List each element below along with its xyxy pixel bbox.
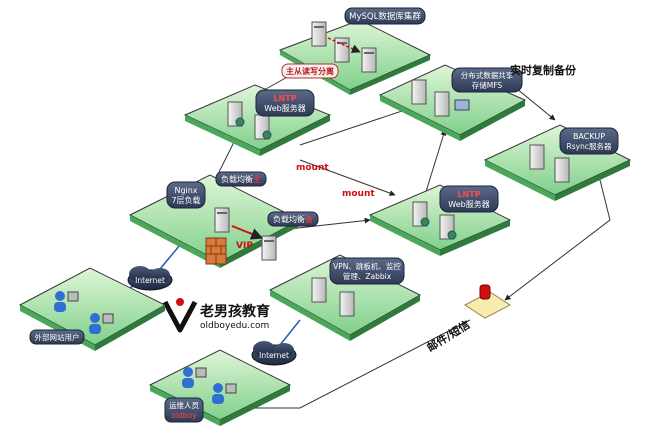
ops-label-line2: oldboy: [171, 411, 197, 420]
backup-zone: BACKUP Rsync服务器: [483, 124, 632, 201]
user-icon: [54, 291, 79, 312]
lb-master-text: 负载均衡主: [221, 174, 261, 184]
mysql-server-2: [334, 37, 350, 63]
web-globe-icon: [447, 230, 457, 240]
lb-backup-text-a: 负载均衡: [273, 214, 305, 224]
web-mid-server-2: [439, 214, 457, 240]
storage-label-line2: 存储MFS: [472, 80, 503, 90]
backup-server-1: [529, 144, 545, 170]
vip-arrow: [231, 225, 264, 240]
vip-label: VIP: [236, 241, 253, 251]
link-backup-to-alert: [504, 179, 611, 301]
management-zone: VPN、跳板机、监控 管理、Zabbix: [268, 254, 422, 341]
mount-label-1: mount: [296, 163, 329, 173]
users-zone: 外部网站用户: [18, 267, 167, 351]
firewall-icon: [205, 237, 227, 265]
web-top-label-line1: LNTP: [273, 94, 296, 103]
web-top-server-1: [227, 101, 245, 127]
logo-v-mark: [162, 300, 198, 333]
storage-zone: 分布式数据共享 存储MFS: [378, 64, 527, 141]
mysql-label-text: MySQL数据库集群: [349, 11, 421, 22]
lb-master-text-b: 主: [253, 174, 261, 184]
link-alert-to-ops: [235, 319, 471, 409]
web-top-label: LNTP Web服务器: [255, 89, 315, 117]
user-icon: [89, 313, 114, 334]
lb-server-backup: [261, 235, 277, 261]
ops-label-line1: 运维人员: [169, 400, 199, 410]
lb-master-label: 负载均衡主: [215, 171, 267, 187]
mgmt-server-1: [311, 277, 327, 303]
users-label: 外部网站用户: [35, 332, 80, 342]
mysql-cluster-zone: MySQL数据库集群 主从读写分离: [278, 7, 432, 95]
internet-2-label: Internet: [259, 351, 289, 360]
web-mid-label: LNTP Web服务器: [439, 185, 499, 213]
mysql-server-3: [361, 47, 377, 73]
link-web-mid-to-storage: [424, 129, 447, 196]
backup-server-2: [554, 157, 570, 183]
web-mid-label-line2: Web服务器: [448, 199, 489, 209]
lb-backup-text-b: 备: [305, 214, 313, 224]
alert-siren-icon: [479, 284, 491, 300]
web-globe-icon: [262, 130, 272, 140]
web-top-server-2: [254, 114, 272, 140]
ops-user-icon: [182, 367, 207, 388]
internet-cloud-1: Internet: [127, 266, 173, 291]
link-mgmt-to-internet2: [279, 319, 301, 346]
mgmt-server-2: [339, 291, 355, 317]
alert-label: 邮件/短信: [424, 317, 472, 354]
mount-label-2: mount: [342, 189, 375, 199]
mysql-server-1: [311, 21, 327, 47]
backup-label-line2: Rsync服务器: [567, 141, 612, 151]
backup-label: BACKUP Rsync服务器: [559, 127, 619, 155]
mgmt-label: VPN、跳板机、监控 管理、Zabbix: [329, 257, 405, 285]
lb-nginx-label: Nginx 7层负载: [166, 181, 206, 209]
lb-backup-label: 负载均衡备: [267, 211, 319, 227]
mysql-label: MySQL数据库集群: [344, 7, 426, 25]
ops-zone: 运维人员 oldboy: [148, 349, 292, 426]
lb-master-text-a: 负载均衡: [221, 174, 253, 184]
lb-nginx-line2: 7层负载: [171, 195, 200, 205]
web-globe-icon: [235, 117, 245, 127]
storage-disk-icon: [454, 99, 470, 111]
storage-server-1: [411, 79, 427, 105]
internet-cloud-2: Internet: [251, 341, 297, 366]
link-web-top-to-storage: [299, 103, 421, 146]
lb-nginx-line1: Nginx: [174, 186, 197, 195]
web-mid-zone: LNTP Web服务器: [368, 184, 512, 256]
alert-zone: 邮件/短信: [424, 284, 511, 355]
mysql-rw-label: 主从读写分离: [281, 63, 339, 79]
replication-arrow: [327, 37, 361, 53]
storage-label: 分布式数据共享 存储MFS: [451, 67, 523, 93]
link-web-top-to-web-mid: [299, 159, 396, 196]
web-top-label-line2: Web服务器: [264, 103, 305, 113]
realtime-backup-label: 实时复制备份: [510, 63, 577, 77]
mgmt-label-line2: 管理、Zabbix: [343, 271, 392, 281]
web-mid-label-line1: LNTP: [457, 190, 480, 199]
storage-server-2: [434, 91, 450, 117]
web-globe-icon: [420, 217, 430, 227]
web-top-zone: LNTP Web服务器: [183, 84, 332, 156]
ops-user-icon: [212, 383, 237, 404]
lb-server-master: [214, 207, 230, 233]
internet-1-label: Internet: [135, 276, 165, 285]
logo-text: 老男孩教育: [200, 303, 270, 320]
load-balancer-zone: VIP Nginx 7层负载 负载均衡主 负载均衡备: [128, 171, 319, 268]
logo-url: oldboyedu.com: [200, 321, 269, 331]
backup-label-line1: BACKUP: [573, 132, 605, 141]
storage-label-line1: 分布式数据共享: [461, 70, 514, 80]
lb-backup-text: 负载均衡备: [273, 214, 313, 224]
mysql-rw-text: 主从读写分离: [286, 66, 334, 76]
oldboy-logo: 老男孩教育 oldboyedu.com: [162, 298, 270, 333]
mgmt-label-line1: VPN、跳板机、监控: [333, 261, 401, 271]
web-mid-server-1: [412, 201, 430, 227]
